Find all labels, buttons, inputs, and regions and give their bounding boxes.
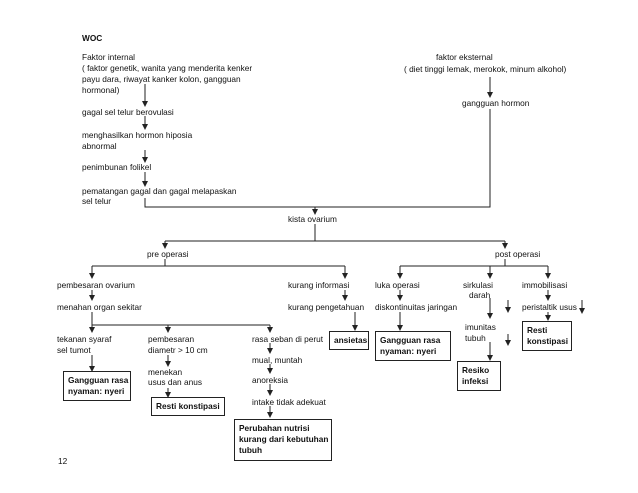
post-b3-a: immobilisasi [522,280,568,290]
box-line: Resti [527,325,548,335]
pre-left-sub1b: sel tumot [57,345,91,355]
internal-heading: Faktor internal [82,52,136,62]
pre-left-sub3d: intake tidak adekuat [252,397,326,407]
post-b3-b: peristaltik usus [522,302,577,312]
diagnosis-box-infeksi: Resiko infeksi [457,361,501,391]
pre-left-sub3c: anoreksia [252,375,288,385]
internal-line-1: ( faktor genetik, wanita yang menderita … [82,63,253,73]
chain-step-3: penimbunan folikel [82,162,152,172]
post-b1-a: luka operasi [375,280,420,290]
external-detail: ( diet tinggi lemak, merokok, minum alko… [404,64,567,74]
post-b2-b1: imunitas [465,322,496,332]
post-b2-a2: darah [469,290,491,300]
post-b1-b: diskontinuitas jaringan [375,302,458,312]
pre-left-sub1a: tekanan syaraf [57,334,112,344]
diagnosis-box-nyeri-pre: Gangguan rasa nyaman: nyeri [63,371,131,401]
box-line: konstipasi [527,336,569,346]
diagnosis-box-konstipasi-pre: Resti konstipasi [151,397,225,416]
internal-line-2: payu dara, riwayat kanker kolon, ganggua… [82,74,241,84]
pre-left-sub3: rasa seban di perut [252,334,324,344]
chain-step-1: gagal sel telur berovulasi [82,107,174,117]
external-result: gangguan hormon [462,98,530,108]
chain-step-4b: sel telur [82,196,112,206]
box-line: Perubahan nutrisi [239,423,310,433]
pre-left-sub3b: mual, muntah [252,355,303,365]
box-line: nyaman: nyeri [68,386,125,396]
pre-right-b: kurang pengetahuan [288,302,365,312]
pre-left-sub2d: usus dan anus [148,377,202,387]
pre-left-sub2b: diametr > 10 cm [148,345,208,355]
pre-right-a: kurang informasi [288,280,350,290]
chain-step-2a: menghasilkan hormon hiposia [82,130,193,140]
internal-line-3: hormonal) [82,85,120,95]
center-node: kista ovarium [288,214,337,224]
pre-left-b: menahan organ sekitar [57,302,142,312]
box-line: tubuh [239,445,263,455]
box-line: infeksi [462,376,489,386]
diagnosis-box-konstipasi-post: Resti konstipasi [522,321,572,351]
box-line: nyaman: nyeri [380,346,437,356]
diagnosis-box-ansietas: ansietas [329,331,369,350]
diagnosis-box-nyeri-post: Gangguan rasa nyaman: nyeri [375,331,451,361]
box-line: kurang dari kebutuhan [239,434,329,444]
pre-operasi-label: pre operasi [147,249,189,259]
page-number: 12 [58,456,68,466]
post-b2-b2: tubuh [465,333,486,343]
chain-step-2b: abnormal [82,141,117,151]
post-operasi-label: post operasi [495,249,541,259]
box-line: Resiko [462,365,490,375]
chain-step-4a: pematangan gagal dan gagal melapaskan [82,186,237,196]
box-line: Gangguan rasa [68,375,129,385]
diagram-title: WOC [82,33,103,43]
pre-left-sub2c: menekan [148,367,183,377]
pre-left-sub2a: pembesaran [148,334,195,344]
pre-left-a: pembesaran ovarium [57,280,135,290]
diagnosis-box-nutrisi: Perubahan nutrisi kurang dari kebutuhan … [234,419,332,461]
post-b2-a1: sirkulasi [463,280,493,290]
external-heading: faktor eksternal [436,52,493,62]
box-line: Gangguan rasa [380,335,441,345]
